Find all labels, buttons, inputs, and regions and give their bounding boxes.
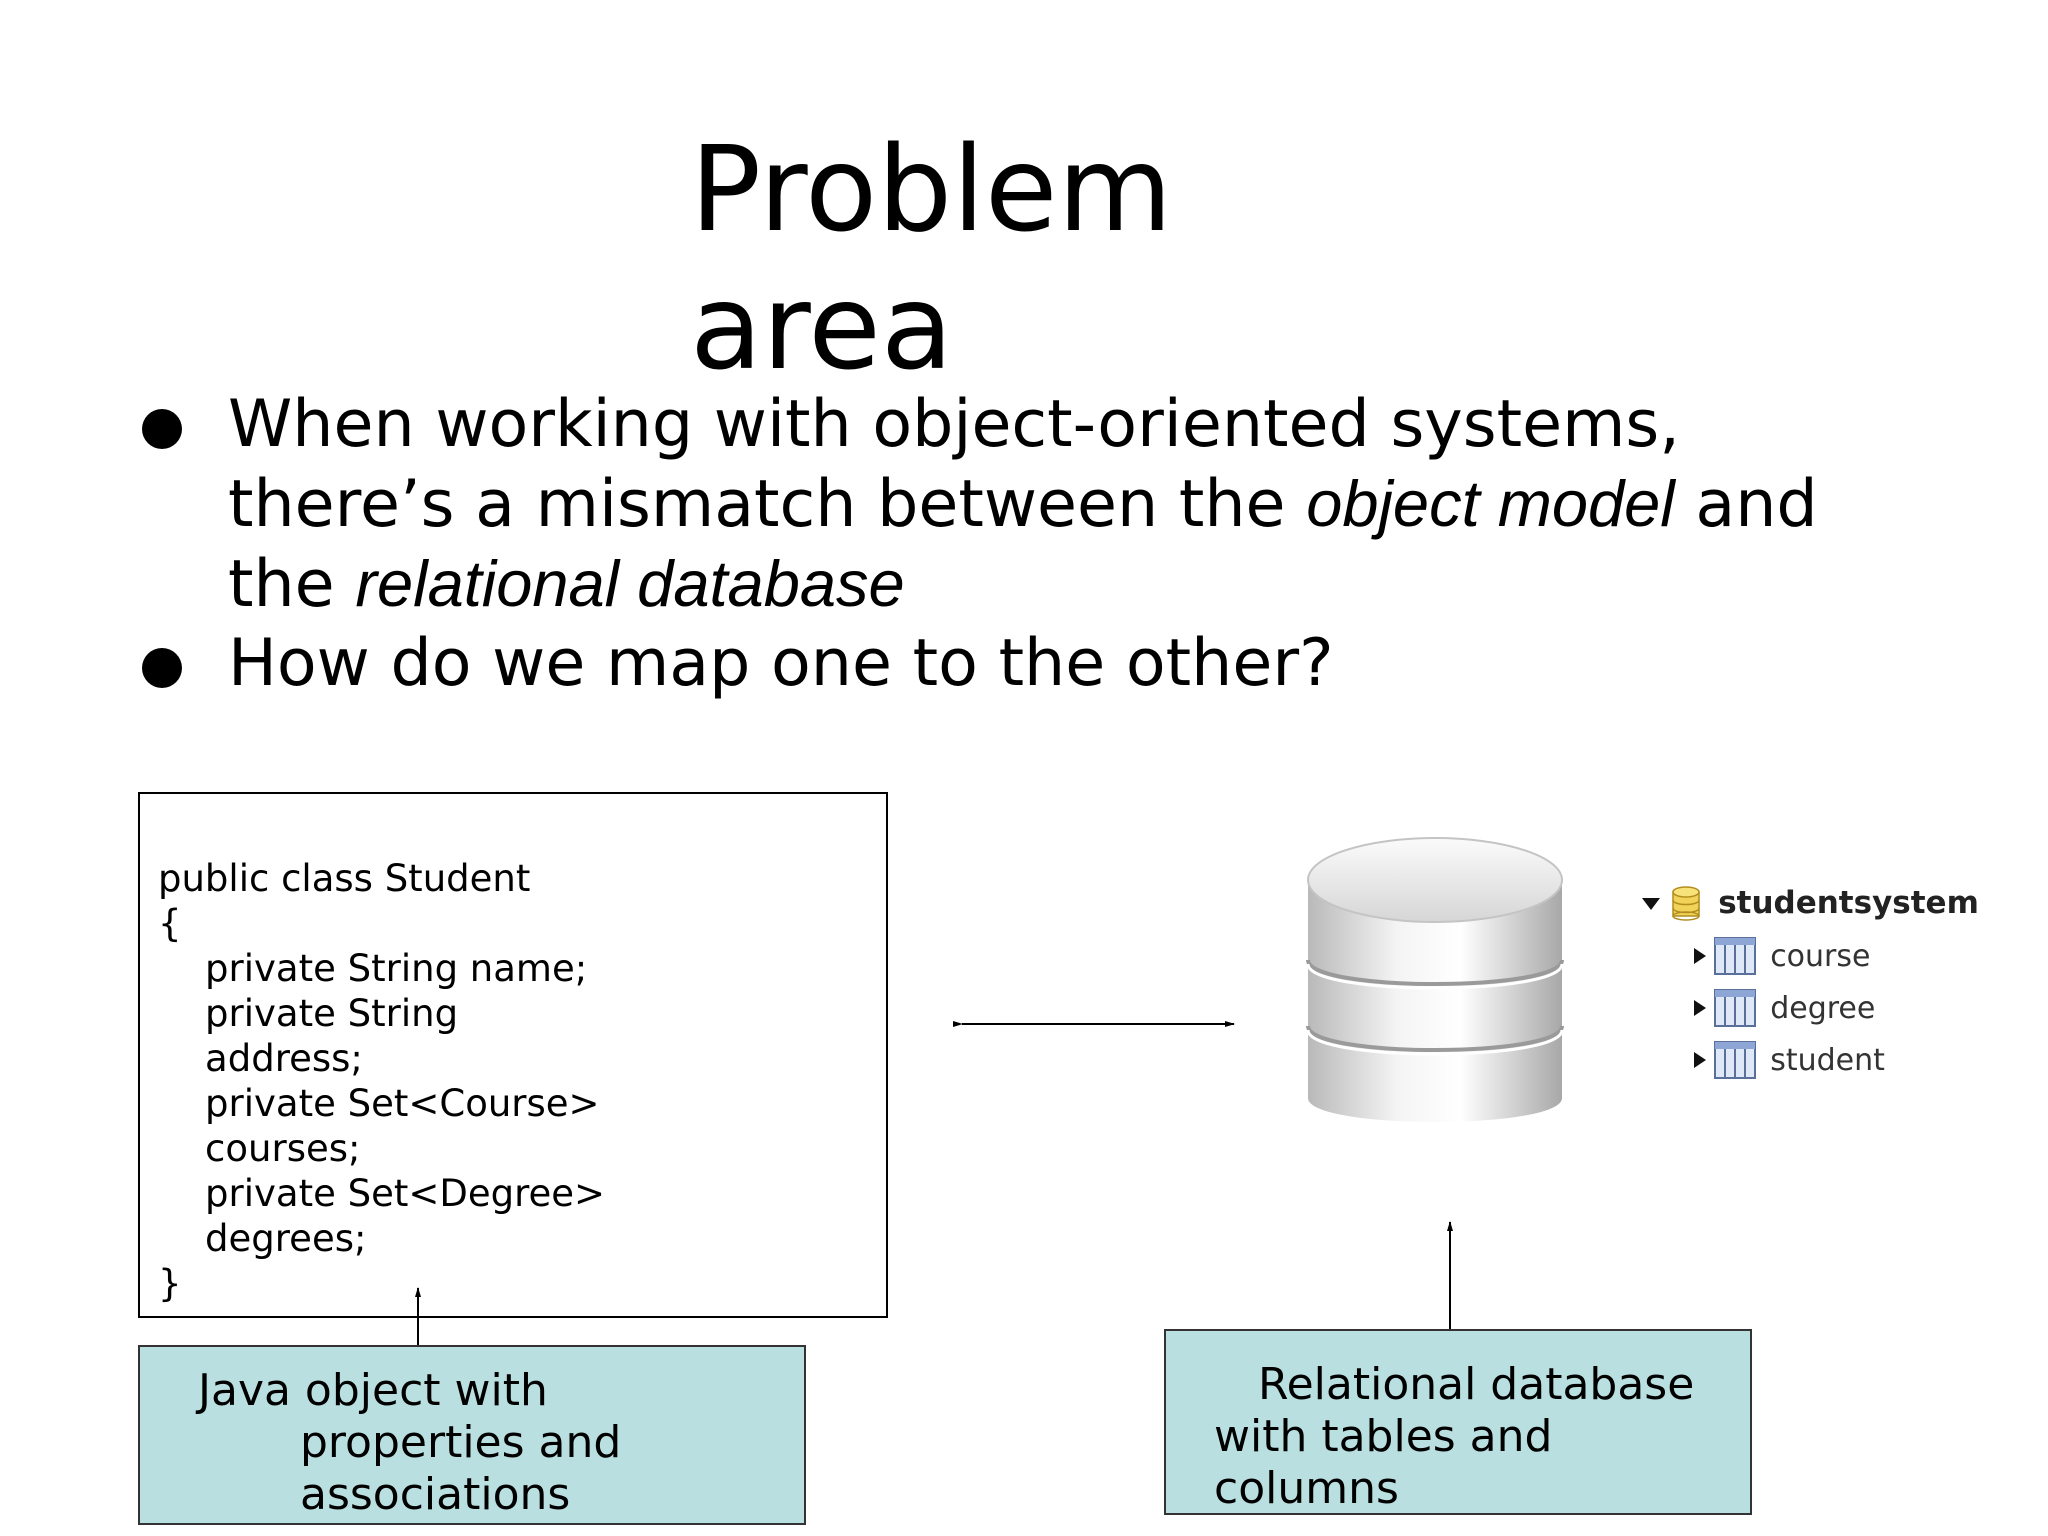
code-line: private String [158, 992, 459, 1035]
caption-line: associations [300, 1469, 571, 1520]
bullet-list: When working with object-oriented system… [140, 385, 1860, 703]
bullet-text-segment: relational database [355, 547, 905, 620]
tree-table-row[interactable]: student [1690, 1040, 1885, 1088]
bullet-dot-icon [142, 648, 182, 688]
bullet-dot-icon [142, 409, 182, 449]
tree-table-row[interactable]: degree [1690, 988, 1875, 1036]
collapsed-triangle-icon[interactable] [1690, 945, 1708, 967]
tree-table-label: student [1770, 1042, 1885, 1078]
table-icon [1714, 1041, 1757, 1079]
java-code-box: public class Student{ private String nam… [138, 792, 888, 1318]
code-line: private Set<Course> [158, 1082, 600, 1125]
java-code: public class Student{ private String nam… [158, 856, 638, 1306]
tree-table-label: course [1770, 938, 1871, 974]
caption-line: properties and [300, 1417, 622, 1468]
bullet-text-segment: object model [1306, 467, 1675, 540]
code-line: private String name; [158, 947, 588, 990]
caption-line: Java object with [198, 1365, 548, 1416]
table-icon [1714, 989, 1757, 1027]
bullet-text-segment: When working with object-oriented system… [228, 387, 1680, 542]
tree-root-row[interactable]: studentsystem [1640, 884, 1979, 932]
code-line: degrees; [158, 1217, 367, 1260]
code-line: private Set<Degree> [158, 1172, 606, 1215]
bullet-text-segment: and the [228, 467, 1818, 622]
bullet-item: How do we map one to the other? [140, 624, 1860, 703]
code-line: public class Student [158, 857, 531, 900]
relational-database-caption: Relational database with tables and colu… [1164, 1329, 1752, 1515]
code-line: } [158, 1262, 182, 1305]
caption-line: with tables and [1214, 1411, 1553, 1462]
code-line: { [158, 902, 182, 945]
caption-line: columns [1214, 1463, 1399, 1514]
tree-root-label: studentsystem [1718, 885, 1979, 921]
table-icon [1714, 937, 1757, 975]
slide-title: Problem area [690, 120, 1173, 396]
collapsed-triangle-icon[interactable] [1690, 1049, 1708, 1071]
tree-table-label: degree [1770, 990, 1876, 1026]
database-cylinder-icon [1306, 837, 1564, 1122]
database-tree: studentsystem course degree [1640, 884, 2000, 1104]
bullet-item: When working with object-oriented system… [140, 385, 1860, 624]
code-line: courses; [158, 1127, 361, 1170]
bullet-text-segment: How do we map one to the other? [228, 626, 1334, 701]
java-object-caption: Java object with properties and associat… [138, 1345, 806, 1525]
database-icon [1672, 886, 1700, 921]
code-line: address; [158, 1037, 363, 1080]
collapsed-triangle-icon[interactable] [1690, 997, 1708, 1019]
tree-table-row[interactable]: course [1690, 936, 1870, 984]
caption-line: Relational database [1258, 1359, 1695, 1410]
expanded-triangle-icon[interactable] [1640, 892, 1662, 914]
